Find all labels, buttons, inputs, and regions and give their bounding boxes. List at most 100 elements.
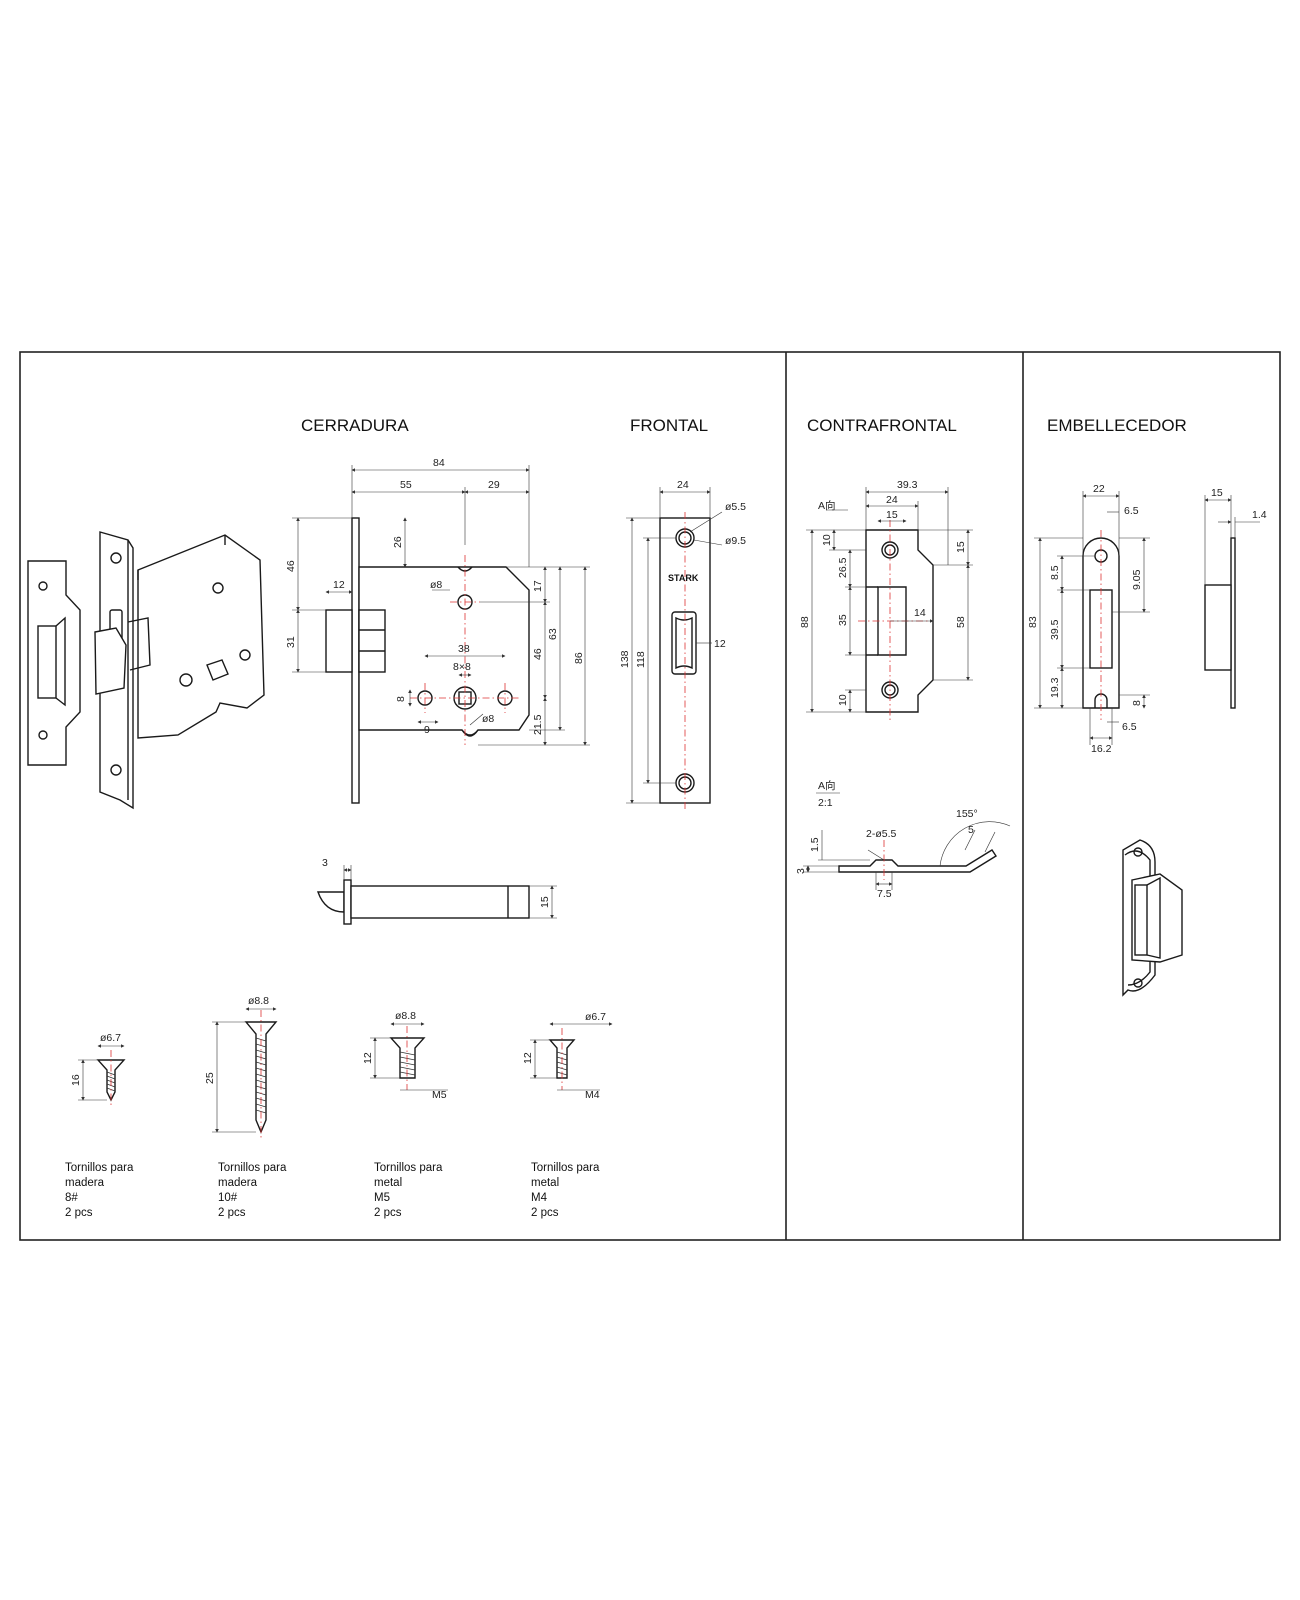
dim-embel-83: 83	[1027, 616, 1039, 628]
caption-line: 2 pcs	[65, 1207, 93, 1219]
dim-frontal-9-5: ø9.5	[725, 535, 746, 547]
dim-contra-26-5: 26.5	[837, 557, 849, 578]
dim-contra-10-bottom: 10	[837, 694, 849, 706]
dim-38: 38	[458, 643, 470, 655]
caption-line: Tornillos para	[218, 1162, 287, 1174]
caption-line: madera	[218, 1177, 258, 1189]
dim-embel-9-05: 9.05	[1131, 569, 1143, 590]
dim-8: 8	[395, 696, 407, 702]
screw-3-diameter: ø8.8	[395, 1010, 416, 1022]
dim-55: 55	[400, 479, 412, 491]
dim-frontal-138: 138	[619, 650, 631, 668]
caption-line: 10#	[218, 1192, 238, 1204]
dim-embel-8: 8	[1131, 700, 1143, 706]
detail-scale: 2:1	[818, 797, 833, 809]
dim-detail-155: 155°	[956, 808, 978, 820]
latch-bolt-detail	[317, 865, 557, 925]
dim-dia8-bottom: ø8	[482, 713, 494, 725]
caption-line: madera	[65, 1177, 105, 1189]
dim-detail-3: 3	[795, 868, 807, 874]
brand-logo: STARK	[668, 573, 699, 583]
strike-plate-front-view	[806, 487, 973, 722]
trim-plate-side-view	[1204, 495, 1260, 709]
screw-wood-10	[212, 1007, 278, 1138]
dim-46-left: 46	[285, 560, 297, 572]
screw-4-diameter: ø6.7	[585, 1011, 606, 1023]
detail-a-label: A向	[818, 779, 836, 792]
dim-detail-5: 5	[968, 824, 974, 836]
dim-29: 29	[488, 479, 500, 491]
dim-contra-39-3: 39.3	[897, 479, 918, 491]
dim-embel-6-5-bottom: 6.5	[1122, 721, 1137, 733]
screw-caption-3: Tornillos para metal M5 2 pcs	[374, 1162, 443, 1219]
caption-line: 2 pcs	[531, 1207, 559, 1219]
dim-dia8-top: ø8	[430, 579, 442, 591]
caption-line: M4	[531, 1192, 548, 1204]
dim-contra-88: 88	[799, 616, 811, 628]
faceplate-front-view	[626, 487, 723, 810]
screw-2-diameter: ø8.8	[248, 995, 269, 1007]
title-cerradura: CERRADURA	[301, 416, 409, 435]
dim-frontal-118: 118	[635, 651, 647, 668]
lock-front-view	[292, 465, 590, 804]
screw-3-thread: M5	[432, 1089, 447, 1101]
strike-plate-section-detail	[803, 792, 1011, 890]
dim-embel-side-15: 15	[1211, 487, 1223, 499]
dim-contra-24: 24	[886, 494, 898, 506]
dim-3: 3	[322, 857, 328, 869]
screw-4-length: 12	[522, 1052, 534, 1064]
lock-isometric-view	[27, 531, 265, 810]
title-contrafrontal: CONTRAFRONTAL	[807, 416, 957, 435]
caption-line: metal	[531, 1177, 559, 1189]
dim-frontal-5-5: ø5.5	[725, 501, 746, 513]
caption-line: Tornillos para	[374, 1162, 443, 1174]
dim-frontal-12: 12	[714, 638, 726, 650]
screw-3-length: 12	[362, 1052, 374, 1064]
caption-line: metal	[374, 1177, 402, 1189]
screw-metal-m5	[370, 1022, 448, 1091]
dim-contra-35: 35	[837, 614, 849, 626]
dim-embel-22: 22	[1093, 483, 1105, 495]
trim-plate-front-view	[1034, 491, 1150, 745]
screw-caption-4: Tornillos para metal M4 2 pcs	[531, 1162, 600, 1219]
dim-15-latch: 15	[539, 896, 551, 908]
dim-embel-8-5: 8.5	[1049, 565, 1061, 580]
dim-detail-1-5: 1.5	[809, 837, 821, 852]
dim-contra-14: 14	[914, 607, 926, 619]
dim-frontal-24: 24	[677, 479, 689, 491]
dim-embel-6-5-top: 6.5	[1124, 505, 1139, 517]
title-frontal: FRONTAL	[630, 416, 708, 435]
dim-84: 84	[433, 457, 445, 469]
caption-line: 8#	[65, 1192, 78, 1204]
dim-embel-side-1-4: 1.4	[1252, 509, 1267, 521]
dim-contra-15-right: 15	[955, 541, 967, 553]
screw-4-thread: M4	[585, 1089, 600, 1101]
screw-caption-1: Tornillos para madera 8# 2 pcs	[65, 1162, 134, 1219]
dim-embel-39-5: 39.5	[1049, 619, 1061, 640]
dim-contra-10-top: 10	[821, 534, 833, 546]
caption-line: Tornillos para	[531, 1162, 600, 1174]
dim-embel-16-2: 16.2	[1091, 743, 1112, 755]
dim-embel-19-3: 19.3	[1049, 677, 1061, 698]
dim-26: 26	[392, 536, 404, 548]
dim-9: 9	[424, 724, 430, 736]
screw-wood-8	[78, 1044, 126, 1106]
screw-metal-m4	[530, 1022, 613, 1091]
dim-contra-58: 58	[955, 616, 967, 628]
dim-contra-15: 15	[886, 509, 898, 521]
sheet-frame	[19, 351, 1281, 1241]
dim-63: 63	[547, 628, 559, 640]
dim-17: 17	[532, 580, 544, 592]
caption-line: 2 pcs	[374, 1207, 402, 1219]
screw-1-diameter: ø6.7	[100, 1032, 121, 1044]
caption-line: 2 pcs	[218, 1207, 246, 1219]
caption-line: M5	[374, 1192, 390, 1204]
label-a-direction: A向	[818, 499, 836, 512]
screw-caption-2: Tornillos para madera 10# 2 pcs	[218, 1162, 287, 1219]
trim-plate-isometric-view	[1122, 839, 1183, 997]
dim-detail-2-holes: 2-ø5.5	[866, 828, 897, 840]
dim-21-5: 21.5	[532, 714, 544, 735]
title-embellecedor: EMBELLECEDOR	[1047, 416, 1187, 435]
dim-12: 12	[333, 579, 345, 591]
